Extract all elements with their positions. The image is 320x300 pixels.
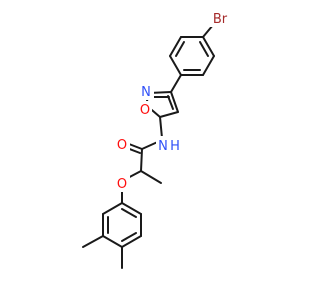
bond — [140, 170, 162, 184]
bond — [167, 95, 174, 110]
ether-oxygen-label: O — [117, 177, 127, 192]
bond — [159, 111, 179, 118]
bond — [170, 91, 179, 113]
bond — [121, 232, 137, 242]
amide-nitrogen-label: N — [158, 139, 168, 154]
bond — [170, 74, 182, 93]
bond — [159, 116, 163, 139]
bond — [202, 55, 215, 76]
bromine-label: Br — [213, 12, 228, 27]
bond — [175, 41, 185, 57]
bond — [121, 235, 142, 248]
bond — [199, 41, 209, 57]
bond — [169, 55, 182, 76]
bond — [102, 235, 123, 248]
amide-hydrogen-label: H — [170, 139, 180, 154]
bond — [102, 202, 123, 215]
bond — [140, 148, 143, 172]
molecule-structure: Br N O N H O O — [82, 11, 233, 269]
carbonyl-oxygen-label: O — [117, 138, 127, 153]
bond — [121, 202, 142, 215]
isoxazole-nitrogen-label: N — [141, 85, 151, 100]
bond — [121, 208, 137, 218]
isoxazole-oxygen-label: O — [140, 103, 150, 118]
bond — [169, 36, 182, 57]
atom-labels: Br N O N H O O — [115, 11, 233, 192]
bond — [128, 143, 143, 150]
bond — [82, 235, 104, 248]
bonds — [82, 24, 215, 269]
bond — [202, 36, 215, 57]
